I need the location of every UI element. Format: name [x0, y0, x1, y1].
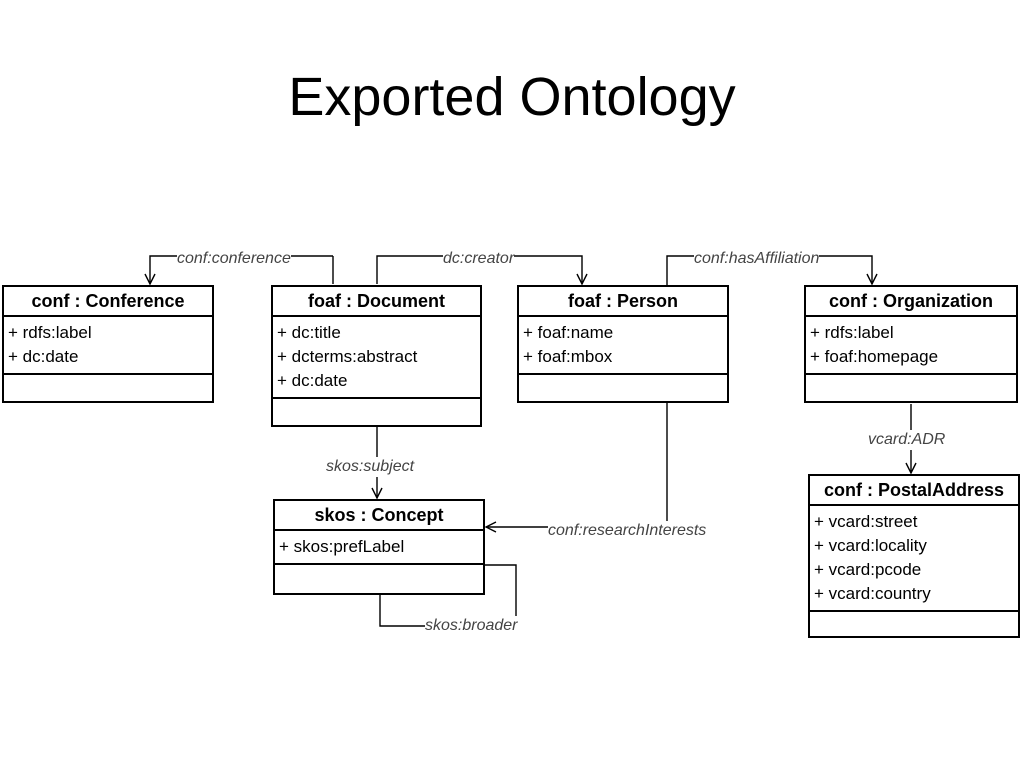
class-concept: skos : Concept + skos:prefLabel: [273, 499, 485, 595]
class-operations: [275, 565, 483, 593]
class-person: foaf : Person + foaf:name + foaf:mbox: [517, 285, 729, 403]
attribute: + vcard:locality: [814, 536, 927, 555]
attribute: + vcard:street: [814, 512, 918, 531]
attribute: + foaf:mbox: [523, 347, 613, 366]
class-attributes: + dc:title + dcterms:abstract + dc:date: [273, 317, 480, 399]
class-postal-address: conf : PostalAddress + vcard:street + vc…: [808, 474, 1020, 638]
attribute: + dc:date: [277, 371, 348, 390]
class-operations: [806, 375, 1016, 401]
class-name: conf : Conference: [4, 287, 212, 317]
attribute: + dc:title: [277, 323, 341, 342]
label-conf-has-affiliation: conf:hasAffiliation: [694, 249, 820, 269]
class-document: foaf : Document + dc:title + dcterms:abs…: [271, 285, 482, 427]
class-operations: [4, 375, 212, 401]
attribute: + rdfs:label: [8, 323, 92, 342]
attribute: + skos:prefLabel: [279, 537, 405, 556]
label-conf-conference: conf:conference: [177, 249, 291, 269]
attribute: + vcard:country: [814, 584, 931, 603]
class-attributes: + rdfs:label + dc:date: [4, 317, 212, 375]
class-name: conf : PostalAddress: [810, 476, 1018, 506]
label-conf-research-interests: conf:researchInterests: [548, 521, 707, 541]
edge-research-interests: [486, 402, 668, 527]
class-attributes: + vcard:street + vcard:locality + vcard:…: [810, 506, 1018, 612]
slide-title: Exported Ontology: [288, 67, 736, 127]
class-attributes: + skos:prefLabel: [275, 531, 483, 565]
attribute: + rdfs:label: [810, 323, 894, 342]
class-attributes: + foaf:name + foaf:mbox: [519, 317, 727, 375]
attribute: + foaf:name: [523, 323, 614, 342]
class-operations: [273, 399, 480, 425]
attribute: + dcterms:abstract: [277, 347, 418, 366]
label-skos-broader: skos:broader: [425, 616, 518, 636]
class-attributes: + rdfs:label + foaf:homepage: [806, 317, 1016, 375]
attribute: + vcard:pcode: [814, 560, 922, 579]
attribute: + dc:date: [8, 347, 79, 366]
class-name: foaf : Person: [519, 287, 727, 317]
class-name: foaf : Document: [273, 287, 480, 317]
class-name: conf : Organization: [806, 287, 1016, 317]
class-name: skos : Concept: [275, 501, 483, 531]
class-organization: conf : Organization + rdfs:label + foaf:…: [804, 285, 1018, 403]
label-skos-subject: skos:subject: [326, 457, 415, 477]
class-operations: [519, 375, 727, 401]
class-conference: conf : Conference + rdfs:label + dc:date: [2, 285, 214, 403]
label-dc-creator: dc:creator: [443, 249, 515, 269]
attribute: + foaf:homepage: [810, 347, 939, 366]
class-operations: [810, 612, 1018, 636]
label-vcard-adr: vcard:ADR: [868, 430, 946, 450]
